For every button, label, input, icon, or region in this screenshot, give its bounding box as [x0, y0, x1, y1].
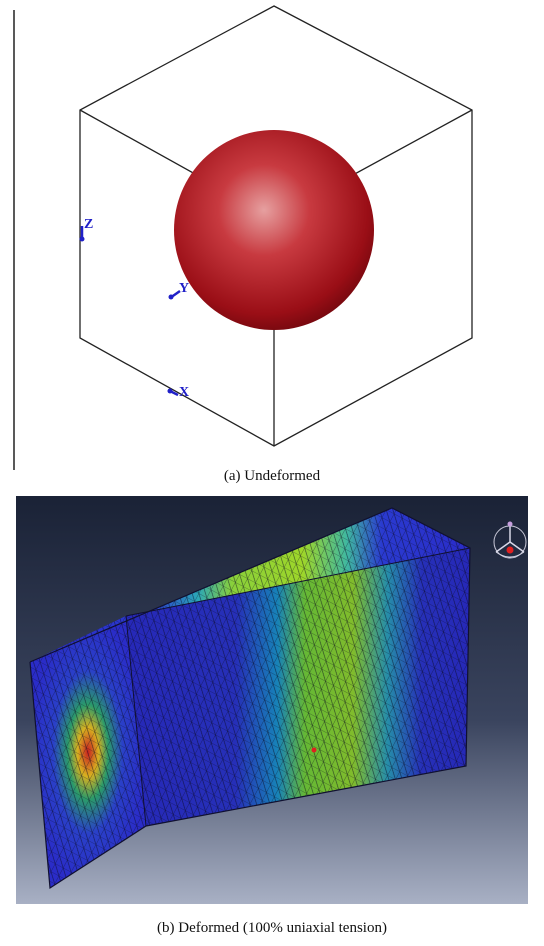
z-axis-label: Z [84, 217, 93, 232]
x-axis-marker: X [167, 385, 189, 400]
orientation-triad-icon [493, 521, 527, 559]
x-axis-label: X [179, 385, 189, 400]
axis-triad: Z Y X [79, 217, 189, 400]
sphere-particle [174, 130, 374, 330]
y-axis-label: Y [179, 281, 189, 296]
z-axis-marker: Z [79, 217, 93, 242]
caption-deformed: (b) Deformed (100% uniaxial tension) [157, 920, 387, 936]
y-axis-marker: Y [168, 281, 189, 300]
undeformed-figure: Z Y X [13, 5, 473, 470]
undeformed-panel: Z Y X [13, 5, 473, 470]
deformed-block [29, 507, 471, 890]
marker-point [311, 747, 317, 753]
deformed-figure [16, 496, 528, 904]
caption-undeformed: (a) Undeformed [223, 468, 321, 484]
deformed-panel [16, 496, 528, 904]
